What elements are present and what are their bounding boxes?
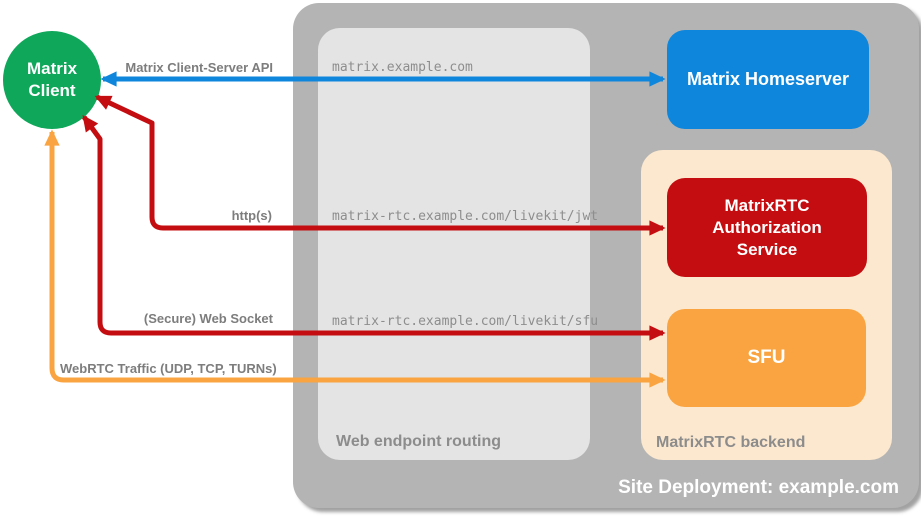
sfu-node: SFU (667, 309, 866, 407)
livekit-sfu-endpoint-url: matrix-rtc.example.com/livekit/sfu (332, 314, 599, 329)
webrtc-traffic-label: WebRTC Traffic (UDP, TCP, TURNs) (60, 361, 277, 376)
connection-webrtc-arrow (44, 129, 666, 388)
client-server-api-label: Matrix Client-Server API (125, 60, 273, 75)
connection-websocket-arrow (81, 114, 666, 341)
sfu-label: SFU (747, 347, 786, 368)
matrix-homeserver-label: Matrix Homeserver (686, 69, 850, 89)
site-deployment-title: Site Deployment: example.com (618, 477, 899, 498)
matrixrtc-authorization-service-label: MatrixRTC Authorization Service (712, 195, 822, 259)
web-endpoint-routing-label: Web endpoint routing (336, 433, 502, 450)
secure-web-socket-label: (Secure) Web Socket (143, 311, 273, 326)
matrix-client-label: Matrix Client (26, 59, 78, 100)
matrixrtc-authorization-service-node: MatrixRTC Authorization Service (667, 178, 867, 277)
matrix-client-node: Matrix Client (3, 31, 101, 129)
https-label: http(s) (231, 208, 272, 223)
livekit-jwt-endpoint-url: matrix-rtc.example.com/livekit/jwt (332, 209, 599, 224)
matrixrtc-backend-label: MatrixRTC backend (656, 434, 806, 451)
matrix-endpoint-url: matrix.example.com (332, 60, 473, 75)
matrix-homeserver-node: Matrix Homeserver (667, 30, 869, 129)
